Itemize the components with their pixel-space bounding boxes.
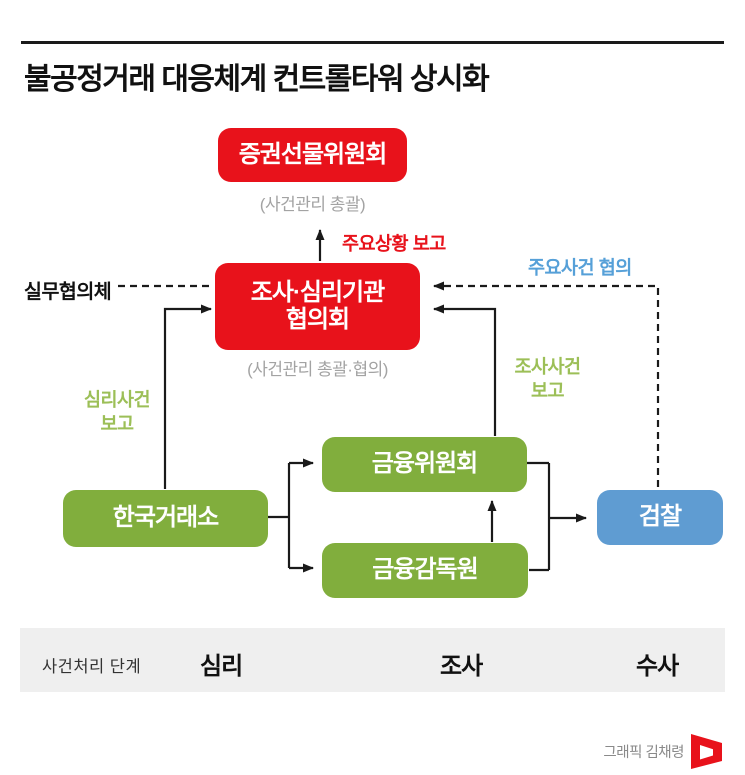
step-prosecution: 수사 <box>636 653 679 680</box>
page-title: 불공정거래 대응체계 컨트롤타워 상시화 <box>24 63 490 96</box>
process-bar-label: 사건처리 단계 <box>42 658 142 676</box>
caption-securities-futures-commission: (사건관리 총괄) <box>259 195 366 214</box>
edge-krx-to-council <box>163 304 212 489</box>
edge-fsc-to-council <box>433 304 497 436</box>
node-financial-supervisory-service: 금융감독원 <box>322 543 528 598</box>
edge-prosecution-to-council-dashed <box>433 281 660 487</box>
step-review: 심리 <box>200 653 243 680</box>
node-council: 조사·심리기관 협의회 <box>215 263 420 350</box>
publisher-logo-icon <box>691 734 722 769</box>
label-major-case-consult: 주요사건 협의 <box>528 257 632 278</box>
title-rule <box>21 41 724 44</box>
node-prosecution: 검찰 <box>597 490 723 545</box>
credit-text: 그래픽 김채령 <box>603 745 684 761</box>
node-korea-exchange: 한국거래소 <box>63 490 268 547</box>
node-financial-services-commission: 금융위원회 <box>322 437 527 492</box>
label-working-group: 실무협의체 <box>24 281 112 303</box>
step-investigation: 조사 <box>440 653 483 680</box>
process-stage-bar <box>20 628 725 692</box>
label-investigation-case-report: 조사사건 보고 <box>514 356 581 401</box>
label-review-case-report: 심리사건 보고 <box>83 389 151 434</box>
node-securities-futures-commission: 증권선물위원회 <box>218 128 407 182</box>
label-major-status-report: 주요상황 보고 <box>342 233 446 254</box>
caption-council: (사건관리 총괄·협의) <box>247 360 388 379</box>
